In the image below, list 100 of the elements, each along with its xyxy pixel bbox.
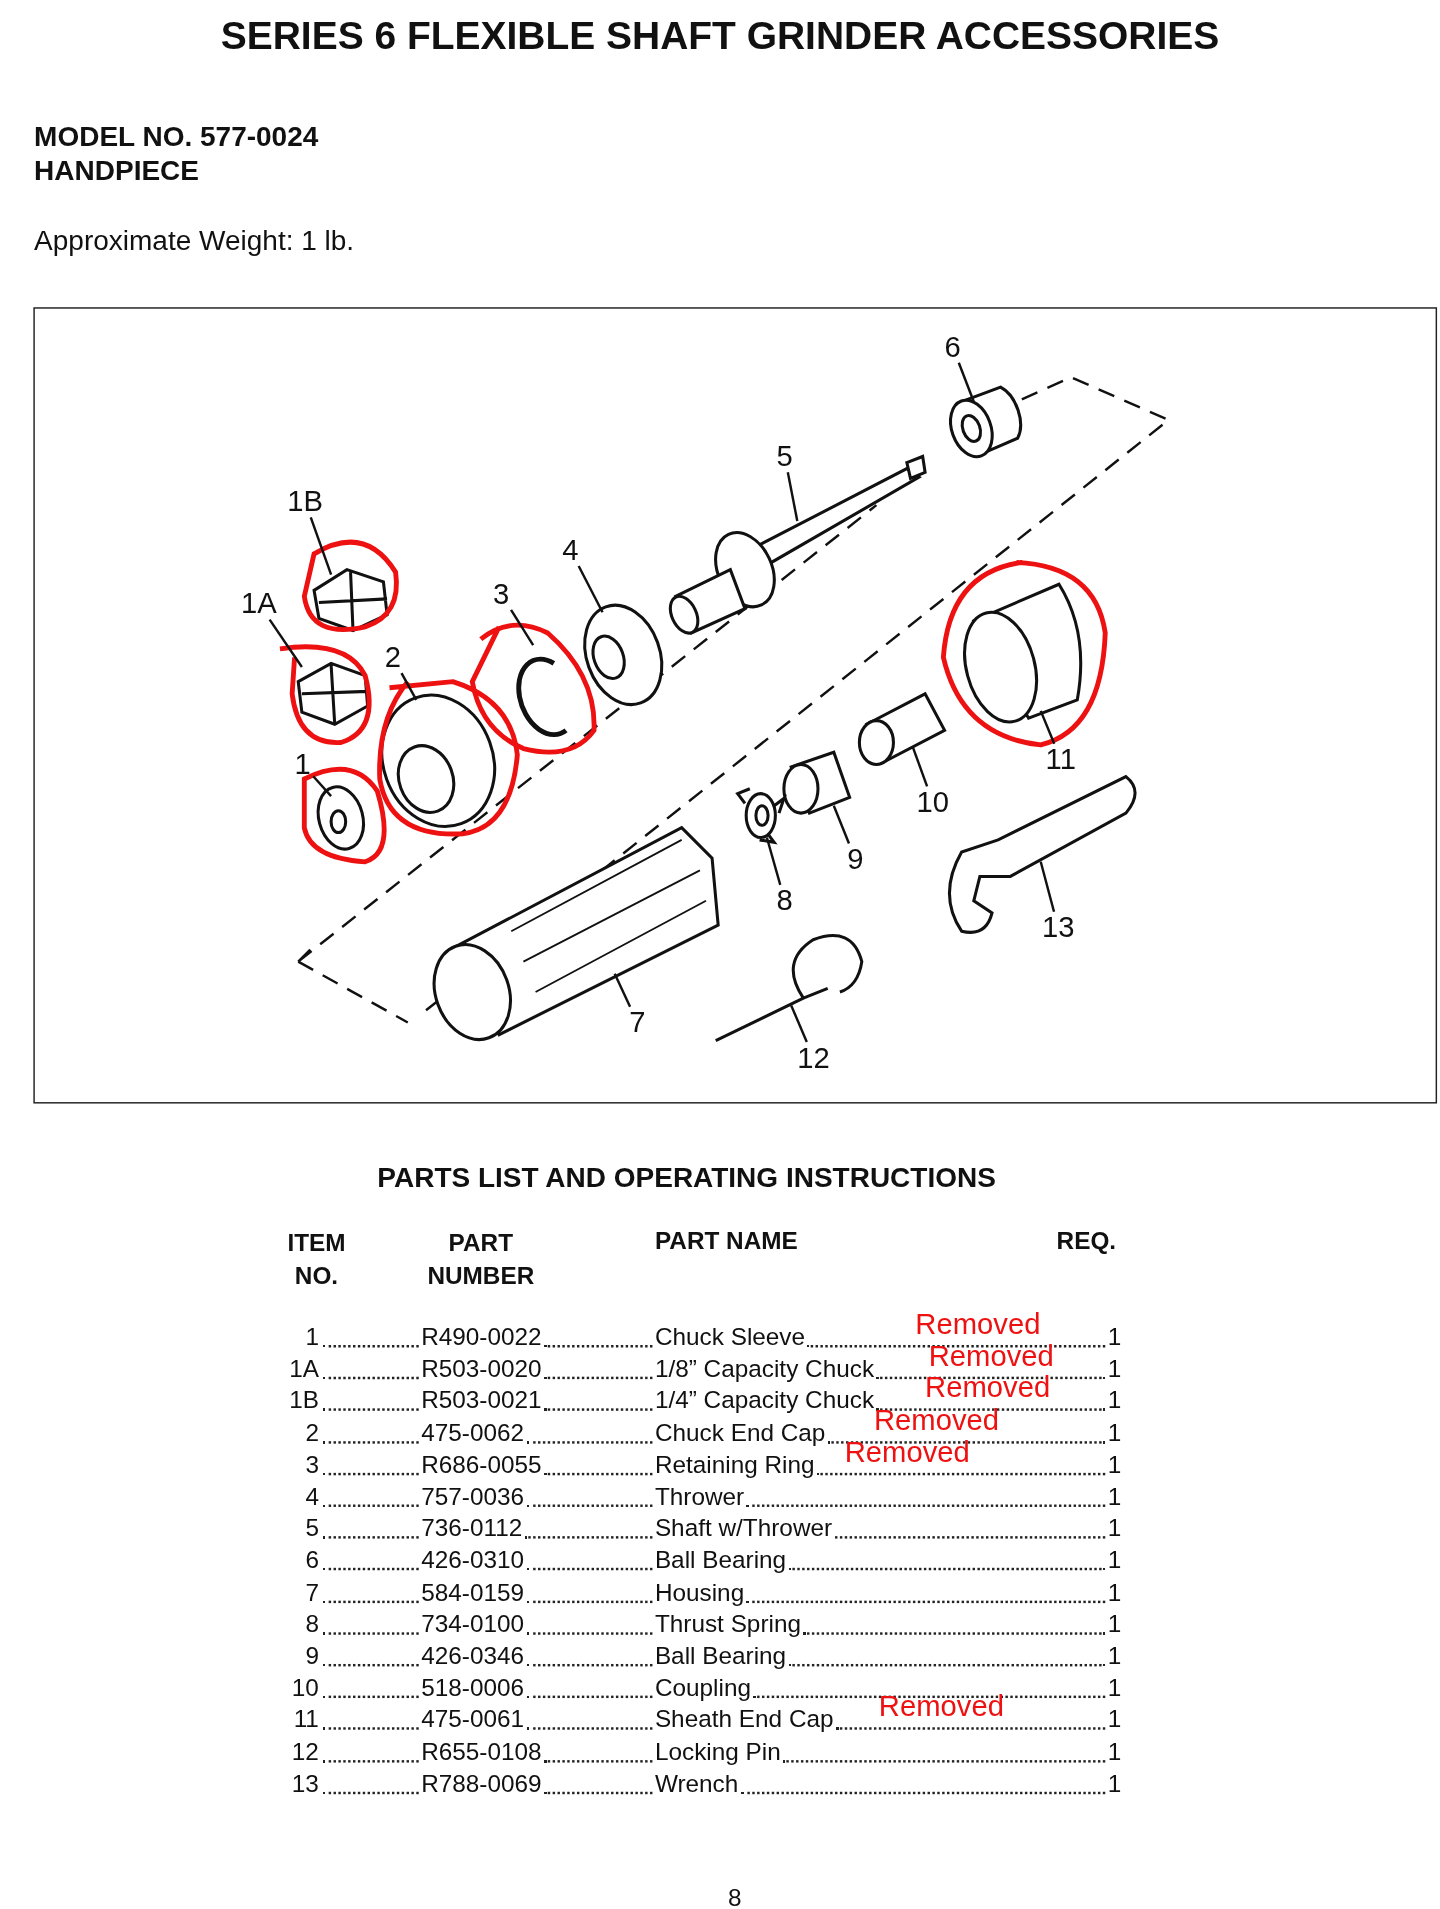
- item-number: 6: [304, 1546, 319, 1574]
- callout-number: 12: [794, 1041, 833, 1074]
- item-number: 2: [304, 1418, 319, 1446]
- leader-line: [312, 775, 332, 797]
- column-header: PART NUMBER: [426, 1228, 536, 1292]
- leader-line: [268, 618, 303, 668]
- item-number: 13: [290, 1769, 319, 1797]
- part-number: 734-0100: [421, 1610, 525, 1637]
- removed-note: Removed: [844, 1436, 970, 1469]
- callout-number: 6: [942, 331, 964, 363]
- leader-line: [790, 1004, 808, 1043]
- part-number: R490-0022: [421, 1323, 542, 1350]
- quantity: 1: [1107, 1642, 1122, 1669]
- part-number: 475-0062: [421, 1418, 525, 1446]
- item-number: 1A: [288, 1355, 319, 1382]
- item-number: 7: [304, 1578, 319, 1606]
- section-heading: PARTS LIST AND OPERATING INSTRUCTIONS: [377, 1162, 996, 1194]
- quantity: 1: [1107, 1673, 1122, 1701]
- weight-note: Approximate Weight: 1 lb.: [34, 225, 355, 256]
- quantity: 1: [1107, 1769, 1122, 1797]
- page-number: 8: [727, 1884, 742, 1909]
- removed-note: Removed: [915, 1308, 1041, 1341]
- leader-line: [786, 472, 799, 522]
- removed-note: Removed: [928, 1340, 1054, 1373]
- leader-line: [309, 516, 333, 575]
- callout-number: 7: [626, 1006, 648, 1039]
- callout-number: 9: [844, 843, 866, 876]
- bearing-drawing: [782, 750, 852, 816]
- part-name: Chuck End Cap: [654, 1418, 826, 1446]
- part-number: R503-0020: [421, 1355, 542, 1382]
- leader-line: [957, 362, 975, 403]
- model-number: MODEL NO. 577-0024: [34, 121, 319, 153]
- part-name: 1/8” Capacity Chuck: [654, 1355, 875, 1382]
- callout-number: 1: [292, 748, 314, 781]
- column-header: ITEM NO.: [286, 1228, 347, 1292]
- part-name: Thrower: [654, 1482, 745, 1510]
- quantity: 1: [1107, 1418, 1122, 1446]
- part-number: R686-0055: [421, 1450, 542, 1478]
- part-name: Locking Pin: [654, 1737, 781, 1765]
- part-number: 426-0310: [421, 1546, 525, 1574]
- quantity: 1: [1107, 1450, 1122, 1478]
- part-number: R503-0021: [421, 1386, 542, 1414]
- coupling-drawing: [857, 691, 947, 766]
- quantity: 1: [1107, 1514, 1122, 1542]
- item-number: 9: [304, 1642, 319, 1669]
- item-number: 5: [304, 1514, 319, 1542]
- thrower-drawing: [583, 603, 664, 707]
- item-number: 8: [304, 1610, 319, 1637]
- part-name: Ball Bearing: [654, 1546, 787, 1574]
- part-name: Housing: [654, 1578, 745, 1606]
- housing-drawing: [432, 825, 720, 1041]
- column-header: PART NAME: [654, 1227, 798, 1254]
- item-number: 1B: [288, 1386, 319, 1414]
- spring-washer-drawing: [735, 787, 787, 845]
- leader-line: [400, 672, 418, 701]
- leader-line: [1039, 861, 1056, 912]
- part-number: 757-0036: [421, 1482, 525, 1510]
- quantity: 1: [1107, 1578, 1122, 1606]
- part-number: 475-0061: [421, 1705, 525, 1733]
- quantity: 1: [1107, 1737, 1122, 1765]
- callout-number: 10: [914, 786, 952, 818]
- callout-number: 8: [774, 884, 796, 917]
- removed-note: Removed: [925, 1372, 1051, 1405]
- part-name: Thrust Spring: [654, 1610, 801, 1637]
- part-number: 518-0006: [421, 1673, 525, 1701]
- callout-number: 13: [1039, 911, 1077, 944]
- quantity: 1: [1107, 1546, 1122, 1574]
- leader-line: [832, 805, 851, 844]
- callout-number: 5: [774, 440, 796, 473]
- quantity: 1: [1107, 1355, 1122, 1382]
- item-number: 11: [292, 1705, 319, 1733]
- item-number: 10: [290, 1673, 319, 1701]
- callout-number: 11: [1043, 743, 1079, 776]
- page-title: SERIES 6 FLEXIBLE SHAFT GRINDER ACCESSORIES: [219, 14, 1221, 58]
- quantity: 1: [1107, 1610, 1122, 1637]
- part-number: R788-0069: [421, 1769, 542, 1797]
- leader-line: [613, 973, 632, 1008]
- removed-note: Removed: [878, 1691, 1004, 1724]
- quantity: 1: [1107, 1705, 1122, 1733]
- callout-number: 2: [382, 641, 404, 674]
- removed-note: Removed: [874, 1404, 999, 1437]
- product-name: HANDPIECE: [34, 155, 199, 187]
- quantity: 1: [1107, 1386, 1122, 1414]
- leader-line: [765, 837, 782, 886]
- part-name: Shaft w/Thrower: [654, 1514, 833, 1542]
- part-name: Coupling: [654, 1673, 751, 1701]
- quantity: 1: [1107, 1323, 1122, 1350]
- callout-number: 3: [490, 578, 512, 610]
- part-number: R655-0108: [421, 1737, 542, 1765]
- collet-drawing: [301, 539, 399, 633]
- part-name: Sheath End Cap: [654, 1705, 834, 1733]
- locking-pin-drawing: [714, 934, 864, 1043]
- leader-line: [577, 565, 604, 613]
- leader-line: [911, 746, 929, 787]
- callout-number: 4: [559, 534, 582, 566]
- leader-line: [1039, 710, 1056, 745]
- quantity: 1: [1107, 1482, 1122, 1510]
- item-number: 3: [304, 1450, 319, 1478]
- part-number: 426-0346: [421, 1642, 525, 1669]
- item-number: 4: [304, 1482, 319, 1510]
